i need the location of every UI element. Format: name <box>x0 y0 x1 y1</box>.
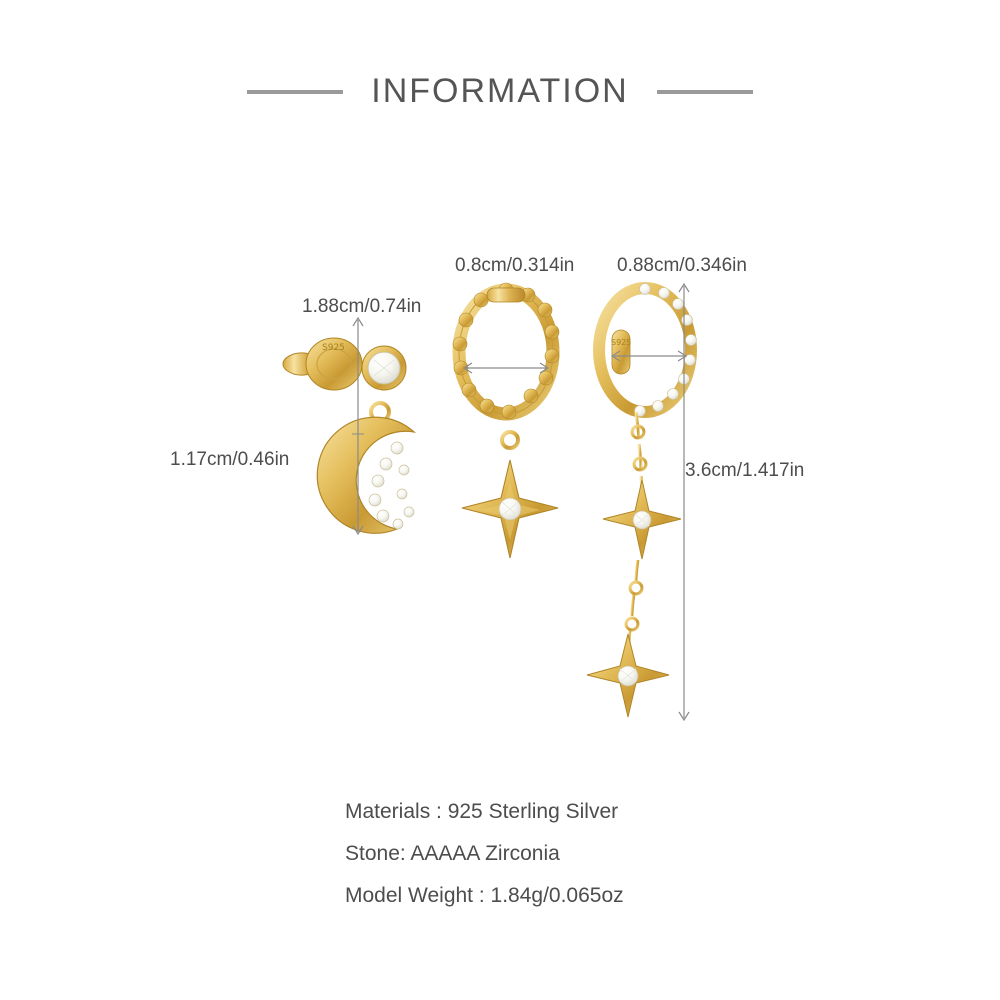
dimension-arrows <box>352 282 690 722</box>
header-rule-right <box>656 89 753 94</box>
header-rule-left <box>247 89 344 94</box>
page-title: INFORMATION <box>371 72 629 110</box>
measurement-stud-height: 1.88cm/0.74in <box>302 296 422 317</box>
earring-hoop-beaded <box>452 282 560 559</box>
product-specs: Materials : 925 Sterling Silver Stone: A… <box>345 800 624 908</box>
svg-text:S925: S925 <box>611 338 631 347</box>
measurement-chain-length: 3.6cm/1.417in <box>685 460 805 481</box>
earring-stud-moon: S925 <box>282 337 416 534</box>
measurement-hoop-a-width: 0.8cm/0.314in <box>455 255 575 276</box>
spec-stone: Stone: AAAAA Zirconia <box>345 842 560 865</box>
measurement-moon-height: 1.17cm/0.46in <box>170 449 290 470</box>
earring-hoop-chain: S925 <box>586 282 697 718</box>
svg-text:S925: S925 <box>322 343 345 353</box>
spec-model-weight: Model Weight : 1.84g/0.065oz <box>345 884 624 907</box>
spec-materials: Materials : 925 Sterling Silver <box>345 800 619 823</box>
measurement-hoop-b-width: 0.88cm/0.346in <box>617 255 747 276</box>
page-header: INFORMATION <box>0 72 1000 111</box>
